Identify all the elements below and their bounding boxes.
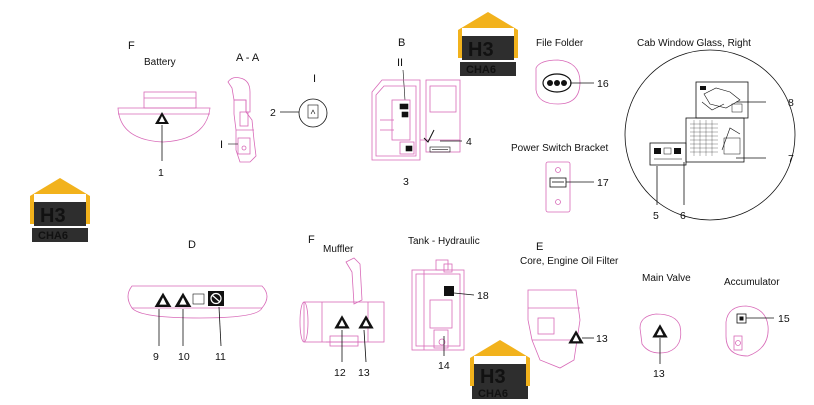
callout-17: 17 xyxy=(597,177,609,189)
battery-title: Battery xyxy=(144,57,176,68)
battery-view: F Battery 1 xyxy=(117,40,211,179)
section-f-top: F xyxy=(128,40,135,52)
power-switch-decal xyxy=(549,177,567,188)
core-filter-view: E Core, Engine Oil Filter 13 xyxy=(520,241,619,369)
logo-word: CHA6 xyxy=(38,230,68,242)
cab-window-title: Cab Window Glass, Right xyxy=(637,38,751,49)
watermark-logo-top: H3 CHA6 xyxy=(458,12,518,76)
main-valve-view: Main Valve 13 xyxy=(639,273,691,380)
muffler-view: F Muffler 12 13 xyxy=(299,234,385,379)
muffler-outline xyxy=(299,257,385,347)
warning-icon-10 xyxy=(174,292,192,307)
core-filter-warning-icon xyxy=(568,330,584,344)
accumulator-outline xyxy=(725,305,769,357)
callout-3: 3 xyxy=(403,176,409,188)
logo-word: CHA6 xyxy=(466,64,496,76)
muffler-warning-icon-b xyxy=(358,315,374,329)
callout-13-muffler: 13 xyxy=(358,367,370,379)
callout-4: 4 xyxy=(466,136,472,148)
tank-outline xyxy=(411,259,465,351)
callout-11: 11 xyxy=(215,351,226,363)
callout-8: 8 xyxy=(788,97,794,109)
window-decal-grid xyxy=(685,117,766,163)
section-d-outline xyxy=(127,285,268,319)
accumulator-view: Accumulator 15 xyxy=(724,277,790,357)
muffler-title: Muffler xyxy=(323,244,354,255)
main-valve-title: Main Valve xyxy=(642,273,691,284)
callout-18: 18 xyxy=(477,290,489,302)
callout-13-filter: 13 xyxy=(596,333,608,345)
main-valve-outline xyxy=(639,313,682,354)
section-d-label: D xyxy=(188,239,196,251)
callout-6: 6 xyxy=(680,210,686,222)
roman-ii: II xyxy=(397,57,403,69)
accumulator-title: Accumulator xyxy=(724,277,780,288)
callout-13-valve: 13 xyxy=(653,368,665,380)
core-filter-outline xyxy=(527,289,581,369)
file-folder-decal xyxy=(542,73,572,93)
power-switch-title: Power Switch Bracket xyxy=(511,143,608,154)
muffler-warning-icon-a xyxy=(334,315,350,329)
callout-14: 14 xyxy=(438,360,450,372)
power-switch-outline xyxy=(545,161,571,213)
section-aa-label: A - A xyxy=(236,52,260,64)
cab-interior-outline xyxy=(371,79,461,161)
cab-decals xyxy=(399,103,451,153)
section-f-bottom: F xyxy=(308,234,315,246)
aa-bracket-outline xyxy=(227,77,257,163)
callout-9: 9 xyxy=(153,351,159,363)
window-decal-upper xyxy=(695,81,766,119)
tank-decal-18 xyxy=(444,286,454,296)
section-aa-view: A - A I I 2 xyxy=(220,52,328,163)
watermark-logo-left: H3 CHA6 xyxy=(30,178,90,242)
watermark-logo-bottom: H3 CHA6 xyxy=(470,340,530,400)
roman-i-left: I xyxy=(220,139,223,151)
logo-mark: H3 xyxy=(480,366,506,388)
cab-window-detail-circle xyxy=(624,49,796,221)
callout-12: 12 xyxy=(334,367,346,379)
cab-window-glass-view: Cab Window Glass, Right 8 7 xyxy=(624,38,796,222)
section-b-label: B xyxy=(398,37,405,49)
callout-10: 10 xyxy=(178,351,190,363)
logo-mark: H3 xyxy=(468,39,494,61)
callout-1: 1 xyxy=(158,167,164,179)
core-filter-title: Core, Engine Oil Filter xyxy=(520,256,619,267)
power-switch-bracket-view: Power Switch Bracket 17 xyxy=(511,143,609,213)
tank-hydraulic-view: Tank - Hydraulic 18 14 xyxy=(408,236,489,372)
callout-2: 2 xyxy=(270,107,276,119)
roman-i-top: I xyxy=(313,73,316,85)
file-folder-view: File Folder 16 xyxy=(535,38,609,105)
section-e-label: E xyxy=(536,241,543,253)
callout-15: 15 xyxy=(778,313,790,325)
detail-circle-2 xyxy=(298,98,328,128)
callout-16: 16 xyxy=(597,78,609,90)
accumulator-decal xyxy=(736,313,747,324)
blank-decal xyxy=(192,293,205,305)
battery-outline xyxy=(117,91,211,143)
callout-7: 7 xyxy=(788,153,794,165)
section-b-view: B II 4 3 xyxy=(371,37,472,188)
tank-hydraulic-title: Tank - Hydraulic xyxy=(408,236,480,247)
prohibition-icon-11 xyxy=(208,291,224,306)
section-d-view: D 9 10 11 xyxy=(127,239,268,363)
logo-word: CHA6 xyxy=(478,388,508,400)
file-folder-outline xyxy=(535,59,581,105)
window-decal-small xyxy=(649,142,687,166)
warning-icon-9 xyxy=(154,292,172,307)
callout-5: 5 xyxy=(653,210,659,222)
main-valve-warning-icon xyxy=(652,324,668,338)
file-folder-title: File Folder xyxy=(536,38,584,49)
logo-mark: H3 xyxy=(40,205,66,227)
